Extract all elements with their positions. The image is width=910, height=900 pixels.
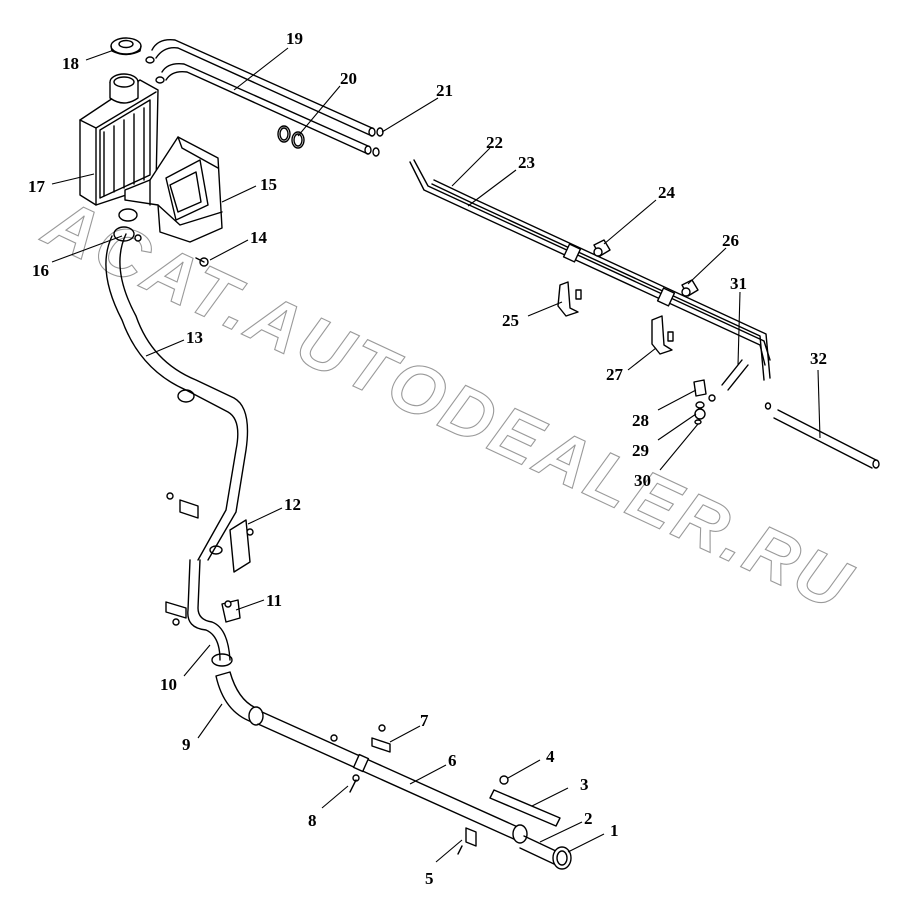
callout-2: 2 <box>584 809 593 828</box>
clamp-1 <box>552 846 572 870</box>
clamp-16 <box>113 208 142 242</box>
callout-7: 7 <box>420 711 429 730</box>
leader-lines <box>51 47 821 863</box>
callout-16: 16 <box>32 261 49 280</box>
callout-13: 13 <box>186 328 203 347</box>
watermark: ACAT.AUTODEALER.RU <box>31 182 865 627</box>
callout-3: 3 <box>580 775 589 794</box>
short-tube-31 <box>708 359 749 402</box>
callout-27: 27 <box>606 365 624 384</box>
fitting-26 <box>681 279 699 297</box>
hose-clamps-20 <box>277 125 305 149</box>
tank-bracket <box>124 136 223 243</box>
fitting-24 <box>593 239 611 257</box>
bolt-14 <box>195 257 209 267</box>
callout-17: 17 <box>28 177 46 196</box>
clip-11a <box>165 601 187 626</box>
callout-11: 11 <box>266 591 282 610</box>
coolant-pipes <box>145 39 376 155</box>
callout-8: 8 <box>308 811 317 830</box>
watermark-text: ACAT.AUTODEALER.RU <box>32 182 865 626</box>
callout-1: 1 <box>610 821 619 840</box>
callout-4: 4 <box>546 747 555 766</box>
fittings-28-30 <box>693 379 707 425</box>
callout-31: 31 <box>730 274 747 293</box>
bracket-12 <box>209 519 254 573</box>
callout-5: 5 <box>425 869 434 888</box>
callout-12: 12 <box>284 495 301 514</box>
clip-12a <box>166 492 199 519</box>
pipe-end-2 <box>519 835 559 865</box>
callout-6: 6 <box>448 751 457 770</box>
bracket-11 <box>221 599 241 623</box>
pipe-6 <box>257 711 528 844</box>
rod-32 <box>764 402 880 469</box>
callout-10: 10 <box>160 675 177 694</box>
bolt-8 <box>349 774 360 793</box>
callout-14: 14 <box>250 228 268 247</box>
callout-25: 25 <box>502 311 519 330</box>
strap-3 <box>489 789 561 827</box>
filler-cap <box>110 37 142 56</box>
callout-23: 23 <box>518 153 535 172</box>
callout-18: 18 <box>62 54 79 73</box>
callout-30: 30 <box>634 471 651 490</box>
bracket-25 <box>557 281 582 317</box>
hose-10 <box>187 559 233 667</box>
bracket-27 <box>651 315 674 355</box>
callout-29: 29 <box>632 441 649 460</box>
callout-28: 28 <box>632 411 649 430</box>
nut-4 <box>499 775 509 785</box>
elbow-9 <box>215 671 264 726</box>
long-tubes <box>409 159 771 381</box>
callout-9: 9 <box>182 735 191 754</box>
expansion-tank <box>79 73 159 206</box>
clamp-5 <box>457 827 477 855</box>
clip-7 <box>371 724 391 753</box>
callout-32: 32 <box>810 349 827 368</box>
callout-22: 22 <box>486 133 503 152</box>
callout-26: 26 <box>722 231 739 250</box>
callout-19: 19 <box>286 29 303 48</box>
hose-13 <box>105 233 249 561</box>
callout-21: 21 <box>436 81 453 100</box>
callout-15: 15 <box>260 175 277 194</box>
callout-20: 20 <box>340 69 357 88</box>
callout-24: 24 <box>658 183 676 202</box>
callout-labels: 1 2 3 4 5 6 7 8 9 10 11 12 13 14 15 16 1… <box>28 29 827 888</box>
